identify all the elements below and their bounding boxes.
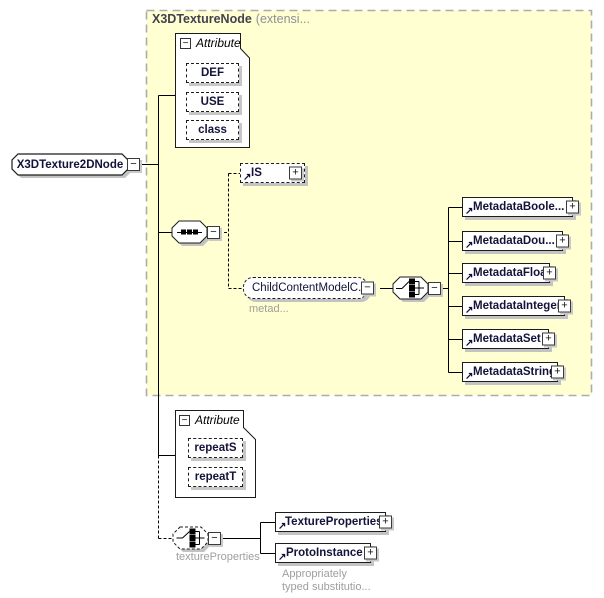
expand-button[interactable]: + (556, 234, 569, 248)
plus-icon: + (545, 332, 552, 345)
element-label: ProtoInstance (286, 547, 363, 559)
substitution-note-line2: typed substitutio... (282, 581, 371, 593)
choice-icon (176, 528, 205, 548)
expand-button[interactable]: + (543, 266, 556, 280)
plus-icon: + (367, 546, 374, 559)
expand-button[interactable]: + (558, 299, 571, 313)
root-collapse-button[interactable]: − (127, 158, 140, 171)
root-element-outline (11, 153, 129, 176)
attribute-group-collapse-button[interactable]: − (180, 38, 191, 49)
attribute-class[interactable]: class (186, 120, 239, 140)
plus-icon: + (546, 266, 553, 279)
reference-arrow-icon: ↗ (243, 172, 252, 183)
substitution-note-line1: Appropriately (282, 568, 347, 580)
element-label: MetadataString (473, 366, 557, 378)
root-element-shape[interactable] (11, 153, 131, 178)
element-label: ChildContentModelC... (252, 282, 367, 294)
connector-lines-dashed (158, 173, 243, 539)
attribute-group-collapse-button[interactable]: − (179, 415, 190, 426)
sequence-icon (177, 229, 202, 235)
reference-arrow-icon: ↗ (465, 240, 474, 251)
choice-compositor[interactable] (392, 276, 431, 302)
expand-button[interactable]: + (364, 546, 377, 560)
element-metadata-double[interactable]: ↗ MetadataDou... + (462, 231, 569, 251)
texture-properties-choice-compositor[interactable] (172, 526, 211, 552)
minus-icon: − (130, 158, 137, 170)
expand-button[interactable]: + (289, 166, 302, 180)
attribute-repeats[interactable]: repeatS (188, 438, 243, 458)
element-metadata-string[interactable]: ↗ MetadataString + (462, 362, 564, 382)
minus-icon: − (182, 37, 189, 49)
expand-button[interactable]: + (542, 332, 555, 346)
child-content-annotation: metad... (249, 303, 289, 315)
reference-arrow-icon: ↗ (278, 552, 287, 563)
attribute-label: USE (200, 96, 225, 108)
attribute-group-label: Attribute (196, 36, 241, 50)
collapse-button[interactable]: − (361, 281, 374, 295)
attribute-use[interactable]: USE (186, 92, 239, 112)
minus-icon: − (210, 226, 217, 238)
plus-icon: + (292, 166, 299, 179)
element-label: MetadataInteger (473, 300, 562, 312)
plus-icon: + (559, 234, 566, 247)
plus-icon: + (561, 299, 568, 312)
element-label: TextureProperties (285, 516, 383, 528)
expand-button[interactable]: + (551, 365, 564, 379)
choice-icon (396, 278, 424, 298)
sequence-collapse-button[interactable]: − (207, 226, 220, 239)
element-label: MetadataBoole... (473, 201, 565, 213)
sequence-compositor[interactable] (171, 220, 210, 246)
attribute-label: DEF (201, 67, 224, 79)
element-label: MetadataDou... (473, 235, 555, 247)
reference-arrow-icon: ↗ (278, 521, 287, 532)
attribute-label: repeatT (194, 471, 237, 483)
element-metadata-integer[interactable]: ↗ MetadataInteger + (462, 296, 571, 316)
texture-properties-choice-collapse-button[interactable]: − (208, 532, 221, 545)
connector-lines-solid (139, 95, 462, 554)
attribute-repeatt[interactable]: repeatT (188, 467, 243, 487)
plus-icon: + (569, 200, 576, 213)
attribute-group-label: Attribute (195, 413, 240, 427)
plus-icon: + (554, 365, 561, 378)
base-type-name: X3DTextureNode (152, 12, 252, 26)
reference-arrow-icon: ↗ (465, 305, 474, 316)
attribute-group-outline-top (175, 33, 250, 148)
minus-icon: − (211, 532, 218, 544)
texture-properties-annotation: textureProperties (176, 551, 260, 563)
element-metadata-boolean[interactable]: ↗ MetadataBoole... + (462, 197, 579, 217)
expand-button[interactable]: + (379, 515, 392, 529)
reference-arrow-icon: ↗ (465, 338, 474, 349)
reference-arrow-icon: ↗ (465, 206, 474, 217)
attribute-label: class (198, 124, 227, 136)
extension-group-title: X3DTextureNode(extensi... (152, 12, 310, 26)
root-element-label[interactable]: X3DTexture2DNode (16, 158, 124, 171)
base-type-suffix: (extensi... (255, 12, 310, 26)
element-label: IS (251, 167, 262, 179)
attribute-label: repeatS (194, 442, 237, 454)
element-texture-properties[interactable]: ↗ TextureProperties + (275, 512, 392, 532)
choice-collapse-button[interactable]: − (428, 282, 441, 295)
reference-arrow-icon: ↗ (465, 272, 474, 283)
expand-button[interactable]: + (566, 200, 579, 214)
minus-icon: − (181, 414, 188, 426)
element-label: MetadataSet (473, 333, 541, 345)
minus-icon: − (431, 282, 438, 294)
minus-icon: − (364, 281, 371, 294)
element-is[interactable]: ↗ IS + (240, 163, 305, 183)
element-metadata-set[interactable]: ↗ MetadataSet + (462, 329, 555, 349)
element-metadata-float[interactable]: ↗ MetadataFloat + (462, 263, 556, 283)
element-proto-instance[interactable]: ↗ ProtoInstance + (275, 543, 377, 563)
reference-arrow-icon: ↗ (465, 371, 474, 382)
plus-icon: + (382, 515, 389, 528)
element-child-content-model[interactable]: ChildContentModelC... − (243, 277, 374, 299)
attribute-def[interactable]: DEF (186, 63, 239, 83)
element-label: MetadataFloat (473, 267, 549, 279)
